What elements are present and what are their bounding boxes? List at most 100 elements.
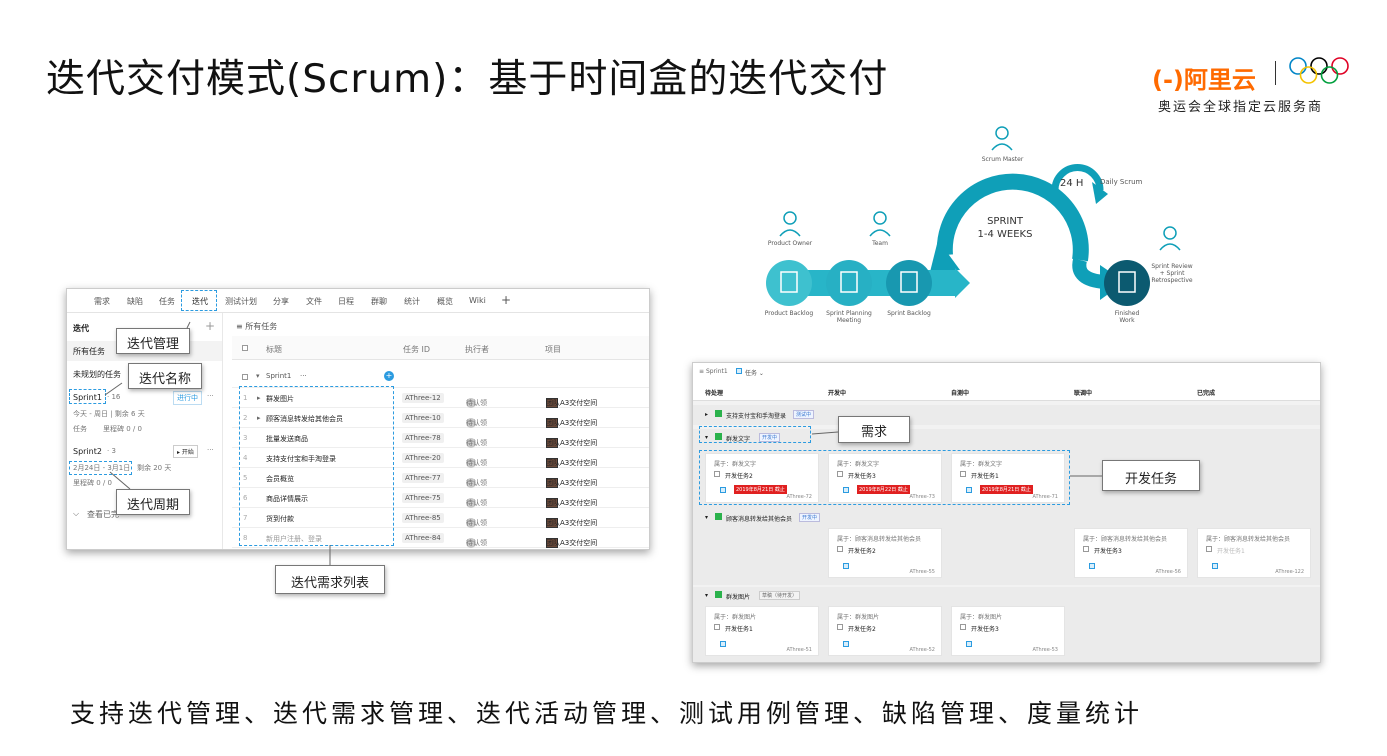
chevron-down-icon[interactable]: ⌵	[73, 509, 80, 518]
card-parent: 属于：群发文字	[960, 461, 1003, 468]
daily-cycle-arc	[1051, 164, 1104, 191]
product-backlog-label: Product Backlog	[764, 310, 814, 317]
row-assignee[interactable]: 待认领	[466, 419, 487, 427]
callout-requirement: 需求	[838, 416, 910, 443]
breadcrumb-sprint[interactable]: Sprint1	[705, 368, 728, 375]
dash-iteration-tab	[181, 290, 217, 311]
row-project[interactable]: 团队A3交付空间	[546, 459, 598, 467]
tab-calendar[interactable]: 日程	[338, 297, 354, 306]
add-tab-icon[interactable]: +	[501, 293, 512, 307]
row-assignee[interactable]: 待认领	[466, 499, 487, 507]
card-checkbox[interactable]	[837, 546, 843, 552]
row-title[interactable]: 支持支付宝和手淘登录	[266, 455, 336, 463]
kanban-toolbar	[693, 363, 1320, 381]
row-project[interactable]: 团队A3交付空间	[546, 519, 598, 527]
tab-bugs[interactable]: 缺陷	[127, 297, 143, 306]
caret-right-icon[interactable]: ▸	[705, 411, 709, 418]
due-date-badge: 2019年8月22日 截止	[857, 485, 910, 494]
row-assignee[interactable]: 待认领	[466, 439, 487, 447]
caret-down-icon[interactable]: ▾	[705, 592, 709, 599]
sprint-row-more-icon[interactable]: ···	[300, 372, 307, 380]
card-checkbox[interactable]	[960, 624, 966, 630]
caret-right-icon[interactable]: ▸	[257, 394, 261, 402]
planning-label: Sprint Planning Meeting	[826, 310, 872, 324]
row-project[interactable]: 团队A3交付空间	[546, 539, 598, 547]
iteration-sidebar: 迭代 + 所有任务 未规划的任务 Sprint1 · 16 进行中 ··· 今天…	[67, 313, 223, 549]
sidebar-item-all-tasks[interactable]: 所有任务	[73, 347, 105, 356]
sprint1-name[interactable]: Sprint1	[73, 393, 102, 402]
card-checkbox[interactable]	[960, 471, 966, 477]
tab-iteration[interactable]: 迭代	[192, 297, 208, 306]
sprint2-name[interactable]: Sprint2	[73, 447, 102, 456]
sprint-checkbox[interactable]	[242, 374, 248, 380]
sprint-arrowhead	[930, 240, 960, 272]
row-project[interactable]: 团队A3交付空间	[546, 479, 598, 487]
row-project[interactable]: 团队A3交付空间	[546, 499, 598, 507]
col-assignee: 执行者	[465, 345, 489, 354]
card-checkbox[interactable]	[1206, 546, 1212, 552]
sprint2-more-icon[interactable]: ···	[207, 446, 214, 454]
tab-requirements[interactable]: 需求	[94, 297, 110, 306]
row-assignee[interactable]: 待认领	[466, 479, 487, 487]
tab-wiki[interactable]: Wiki	[469, 296, 486, 305]
caret-down-icon[interactable]: ▾	[705, 434, 709, 441]
row-assignee[interactable]: 待认领	[466, 539, 487, 547]
row-project[interactable]: 团队A3交付空间	[546, 419, 598, 427]
row-title[interactable]: 顾客消息转发给其他会员	[266, 415, 343, 423]
tab-share[interactable]: 分享	[273, 297, 289, 306]
sprint-group-row[interactable]: ▾ Sprint1 ··· +	[232, 366, 649, 388]
card-checkbox[interactable]	[837, 471, 843, 477]
card-checkbox[interactable]	[1083, 546, 1089, 552]
tab-files[interactable]: 文件	[306, 297, 322, 306]
tab-group-chat[interactable]: 群聊	[371, 297, 387, 306]
sidebar-item-unplanned[interactable]: 未规划的任务	[73, 370, 121, 379]
caret-down-icon[interactable]: ▾	[256, 372, 260, 380]
tab-stats[interactable]: 统计	[404, 297, 420, 306]
row-title[interactable]: 批量发送商品	[266, 435, 308, 443]
caret-down-icon[interactable]: ▾	[705, 514, 709, 521]
row-title[interactable]: 新用户注册、登录	[266, 535, 322, 543]
card-checkbox[interactable]	[714, 471, 720, 477]
add-iteration-icon[interactable]: +	[205, 319, 216, 333]
row-assignee[interactable]: 待认领	[466, 459, 487, 467]
view-selector[interactable]: 任务 ⌄	[745, 370, 764, 377]
row-assignee[interactable]: 待认领	[466, 519, 487, 527]
add-task-icon[interactable]: +	[384, 371, 394, 381]
card-checkbox[interactable]	[837, 624, 843, 630]
card-checkbox[interactable]	[714, 624, 720, 630]
sprint2-start-button[interactable]: ▸ 开始	[173, 445, 198, 458]
view-completed-link[interactable]: 查看已完	[87, 510, 119, 519]
row-title[interactable]: 群发图片	[266, 395, 294, 403]
row-assignee[interactable]: 待认领	[466, 399, 487, 407]
tab-tasks[interactable]: 任务	[159, 297, 175, 306]
avatar	[466, 418, 476, 428]
tab-test-plan[interactable]: 测试计划	[225, 297, 257, 306]
caret-right-icon[interactable]: ▸	[257, 414, 261, 422]
select-all-checkbox[interactable]	[242, 345, 248, 351]
row-project[interactable]: 团队A3交付空间	[546, 439, 598, 447]
row-title[interactable]: 商品详情展示	[266, 495, 308, 503]
finished-work-label: Finished Work	[1114, 310, 1140, 324]
row-title[interactable]: 货到付款	[266, 515, 294, 523]
row-project[interactable]: 团队A3交付空间	[546, 399, 598, 407]
row-title[interactable]: 会员概览	[266, 475, 294, 483]
tab-overview[interactable]: 概览	[437, 297, 453, 306]
sprint1-more-icon[interactable]: ···	[207, 392, 214, 400]
